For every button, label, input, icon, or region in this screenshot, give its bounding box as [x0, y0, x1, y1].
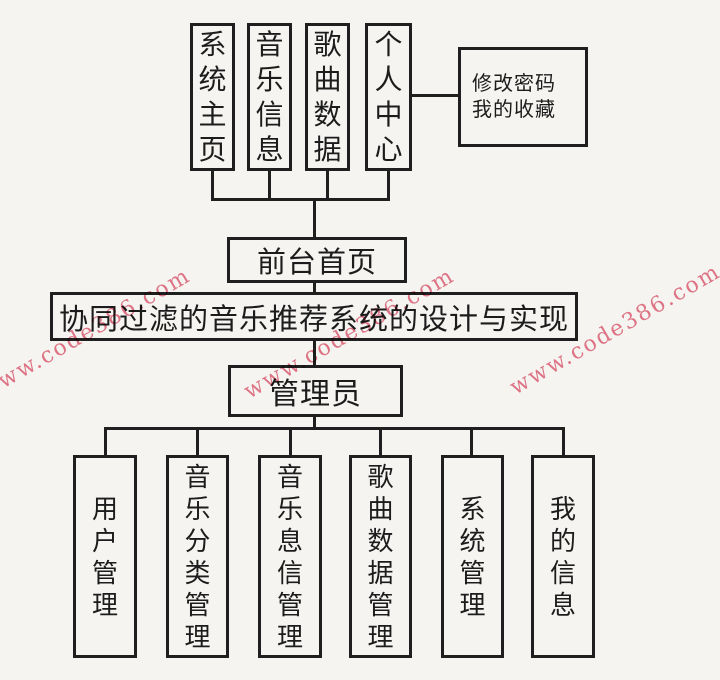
- connector-line: [289, 427, 292, 455]
- node-label: 歌曲数据管理: [367, 461, 394, 652]
- node-music-category-management: 音乐分类管理: [166, 455, 229, 658]
- connector-line: [387, 171, 390, 201]
- node-personal-center: 个人中心: [365, 23, 412, 171]
- node-label: 修改密码: [472, 73, 556, 95]
- node-personal-center-detail: 修改密码 我的收藏: [458, 47, 588, 147]
- connector-line: [104, 427, 565, 430]
- node-music-info-management: 音乐息信管理: [258, 455, 322, 658]
- connector-line: [470, 427, 473, 455]
- connector-line: [313, 283, 316, 292]
- connector-line: [379, 427, 382, 455]
- node-front-homepage: 前台首页: [227, 237, 407, 283]
- node-song-data-management: 歌曲数据管理: [349, 455, 412, 658]
- node-system-title: 协同过滤的音乐推荐系统的设计与实现: [50, 292, 578, 341]
- node-administrator: 管理员: [228, 365, 403, 417]
- connector-line: [196, 427, 199, 455]
- node-my-info: 我的信息: [531, 455, 595, 658]
- connector-line: [562, 427, 565, 455]
- connector-line: [410, 94, 458, 97]
- node-user-management: 用户管理: [73, 455, 137, 658]
- node-label: 歌曲数据: [313, 29, 342, 165]
- connector-line: [326, 171, 329, 201]
- connector-line: [211, 198, 390, 201]
- node-label: 系统主页: [198, 29, 227, 165]
- node-label: 我的信息: [549, 493, 576, 620]
- node-label: 系统管理: [459, 493, 486, 620]
- connector-line: [313, 341, 316, 365]
- node-label: 音乐分类管理: [184, 461, 211, 652]
- node-system-management: 系统管理: [441, 455, 504, 658]
- connector-line: [313, 417, 316, 430]
- node-song-data: 歌曲数据: [305, 23, 350, 171]
- connector-line: [268, 171, 271, 201]
- connector-line: [313, 198, 316, 237]
- node-system-homepage: 系统主页: [190, 23, 235, 171]
- node-label: 音乐信息: [255, 29, 284, 165]
- node-label: 协同过滤的音乐推荐系统的设计与实现: [58, 303, 569, 336]
- node-label: 音乐息信管理: [276, 461, 303, 652]
- node-music-info: 音乐信息: [247, 23, 292, 171]
- node-label: 我的收藏: [472, 99, 556, 121]
- connector-line: [104, 427, 107, 455]
- node-label: 个人中心: [374, 29, 403, 165]
- connector-line: [211, 171, 214, 201]
- node-label: 用户管理: [91, 493, 118, 620]
- node-label: 前台首页: [256, 247, 377, 279]
- node-label: 管理员: [269, 378, 362, 411]
